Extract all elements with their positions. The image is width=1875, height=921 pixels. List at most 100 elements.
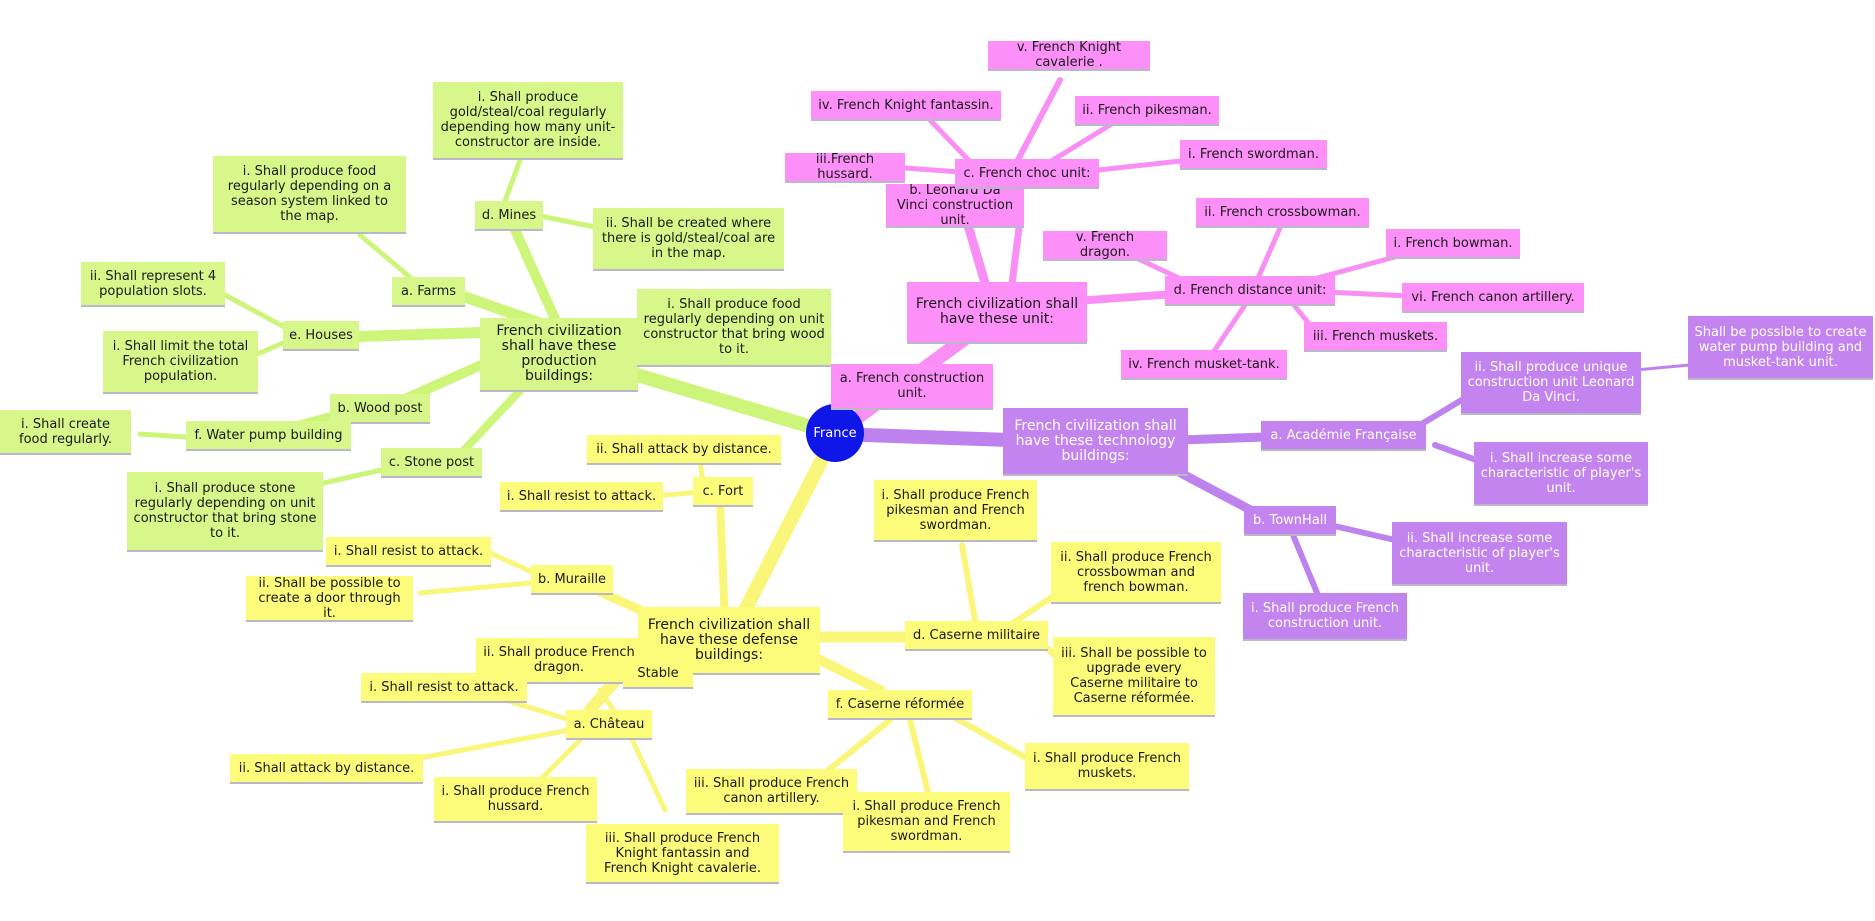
academie-leonard-note[interactable]: ii. Shall produce unique construction un… (1461, 352, 1641, 415)
distance-muskets-text: iii. French muskets. (1312, 328, 1439, 344)
caserne-node[interactable]: d. Caserne militaire (905, 621, 1048, 651)
choc-pikesman-node[interactable]: ii. French pikesman. (1075, 96, 1219, 126)
fort-resist-note[interactable]: i. Shall resist to attack. (500, 482, 663, 512)
wood-post-label: b. Wood post (337, 400, 423, 416)
farms-node[interactable]: a. Farms (392, 277, 465, 307)
townhall-node[interactable]: b. TownHall (1244, 506, 1336, 536)
houses-limit-note[interactable]: i. Shall limit the total French civiliza… (103, 331, 258, 394)
caserne-crossbow-text: ii. Shall produce French crossbowman and… (1060, 549, 1212, 595)
stable-node[interactable]: Stable (623, 659, 693, 689)
stone-post-stone-text: i. Shall produce stone regularly dependi… (133, 481, 317, 541)
choc-pikesman-text: ii. French pikesman. (1082, 102, 1212, 118)
distance-bowman-node[interactable]: i. French bowman. (1386, 229, 1520, 259)
reformee-node[interactable]: f. Caserne réformée (828, 690, 972, 720)
chateau-knight-text: iii. Shall produce French Knight fantass… (604, 830, 761, 876)
chateau-hussard-note[interactable]: i. Shall produce French hussard. (434, 777, 597, 823)
townhall-produce-text: i. Shall produce French construction uni… (1251, 601, 1399, 631)
fort-label: c. Fort (702, 483, 744, 499)
fort-resist-text: i. Shall resist to attack. (506, 488, 657, 504)
distance-musket-tank-text: iv. French musket-tank. (1128, 356, 1280, 372)
distance-crossbowman-node[interactable]: ii. French crossbowman. (1196, 198, 1369, 228)
units-node[interactable]: French civilization shall have these uni… (907, 282, 1087, 344)
reformee-muskets-note[interactable]: i. Shall produce French muskets. (1025, 743, 1189, 791)
choc-fantassin-node[interactable]: iv. French Knight fantassin. (811, 91, 1001, 121)
wood-post-node[interactable]: b. Wood post (330, 394, 430, 424)
distance-muskets-node[interactable]: iii. French muskets. (1304, 322, 1447, 352)
distance-unit-node[interactable]: d. French distance unit: (1165, 276, 1335, 306)
chateau-resist-text: i. Shall resist to attack. (369, 679, 519, 695)
academie-pump-text: Shall be possible to create water pump b… (1694, 324, 1867, 370)
houses-represent-note[interactable]: ii. Shall represent 4 population slots. (81, 262, 225, 307)
townhall-produce-note[interactable]: i. Shall produce French construction uni… (1243, 593, 1407, 641)
units-title: French civilization shall have these uni… (915, 296, 1079, 327)
distance-unit-label: d. French distance unit: (1173, 282, 1327, 298)
technology-node[interactable]: French civilization shall have these tec… (1003, 408, 1188, 476)
reformee-pikesman-note[interactable]: i. Shall produce French pikesman and Fre… (843, 792, 1010, 853)
chateau-attack-note[interactable]: ii. Shall attack by distance. (230, 754, 423, 784)
distance-musket-tank-node[interactable]: iv. French musket-tank. (1121, 350, 1287, 380)
mines-created-note[interactable]: ii. Shall be created where there is gold… (593, 208, 784, 271)
townhall-label: b. TownHall (1252, 512, 1328, 528)
chateau-node[interactable]: a. Château (566, 710, 652, 740)
leonard-unit-node[interactable]: b. Leonard Da Vinci construction unit. (886, 183, 1024, 228)
academie-pump-note[interactable]: Shall be possible to create water pump b… (1688, 316, 1873, 380)
stable-dragon-text: ii. Shall produce French dragon. (483, 645, 635, 675)
reformee-canon-note[interactable]: iii. Shall produce French canon artiller… (686, 769, 857, 815)
farms-label: a. Farms (400, 283, 457, 299)
chateau-label: a. Château (573, 716, 645, 732)
wood-post-food-text: i. Shall produce food regularly dependin… (643, 297, 825, 357)
distance-canon-text: vi. French canon artillery. (1411, 289, 1575, 305)
muraille-resist-text: i. Shall resist to attack. (333, 543, 484, 559)
mines-node[interactable]: d. Mines (475, 201, 543, 231)
academie-increase-note[interactable]: i. Shall increase some characteristic of… (1474, 442, 1648, 506)
muraille-door-text: ii. Shall be possible to create a door t… (258, 575, 401, 621)
choc-fantassin-text: iv. French Knight fantassin. (818, 97, 994, 113)
fort-node[interactable]: c. Fort (693, 477, 753, 507)
choc-unit-label: c. French choc unit: (963, 165, 1091, 181)
muraille-door-note[interactable]: ii. Shall be possible to create a door t… (246, 576, 413, 622)
houses-label: e. Houses (289, 327, 353, 343)
reformee-label: f. Caserne réformée (835, 696, 965, 712)
water-pump-food-note[interactable]: i. Shall create food regularly. (0, 410, 131, 455)
defense-buildings-node[interactable]: French civilization shall have these def… (638, 607, 820, 675)
houses-node[interactable]: e. Houses (283, 321, 359, 351)
distance-crossbowman-text: ii. French crossbowman. (1204, 204, 1361, 220)
fort-attack-note[interactable]: ii. Shall attack by distance. (587, 435, 781, 465)
caserne-pikesman-note[interactable]: i. Shall produce French pikesman and Fre… (874, 480, 1037, 542)
muraille-resist-note[interactable]: i. Shall resist to attack. (326, 537, 491, 567)
caserne-upgrade-text: iii. Shall be possible to upgrade every … (1061, 646, 1207, 706)
caserne-crossbow-note[interactable]: ii. Shall produce French crossbowman and… (1051, 542, 1221, 604)
technology-title: French civilization shall have these tec… (1014, 417, 1177, 464)
defense-title: French civilization shall have these def… (647, 616, 811, 663)
water-pump-node[interactable]: f. Water pump building (186, 421, 351, 451)
choc-hussard-text: iii.French hussard. (815, 152, 875, 182)
distance-canon-node[interactable]: vi. French canon artillery. (1402, 283, 1584, 313)
chateau-knight-note[interactable]: iii. Shall produce French Knight fantass… (586, 824, 779, 884)
reformee-muskets-text: i. Shall produce French muskets. (1033, 751, 1181, 781)
muraille-node[interactable]: b. Muraille (531, 565, 613, 595)
choc-hussard-node[interactable]: iii.French hussard. (785, 152, 905, 183)
mines-produce-text: i. Shall produce gold/steal/coal regular… (440, 90, 616, 150)
wood-post-food-note[interactable]: i. Shall produce food regularly dependin… (637, 289, 831, 367)
root-node[interactable]: France (806, 404, 864, 462)
reformee-canon-text: iii. Shall produce French canon artiller… (693, 776, 850, 806)
distance-dragon-node[interactable]: v. French dragon. (1043, 230, 1167, 261)
townhall-increase-note[interactable]: ii. Shall increase some characteristic o… (1392, 522, 1567, 586)
caserne-upgrade-note[interactable]: iii. Shall be possible to upgrade every … (1053, 637, 1215, 717)
choc-unit-node[interactable]: c. French choc unit: (955, 159, 1099, 189)
caserne-label: d. Caserne militaire (912, 627, 1041, 643)
academie-node[interactable]: a. Académie Française (1261, 421, 1426, 451)
distance-bowman-text: i. French bowman. (1393, 235, 1513, 251)
production-buildings-node[interactable]: French civilization shall have these pro… (480, 318, 638, 392)
chateau-resist-note[interactable]: i. Shall resist to attack. (361, 673, 527, 703)
mines-produce-note[interactable]: i. Shall produce gold/steal/coal regular… (433, 82, 623, 160)
farms-food-note[interactable]: i. Shall produce food regularly dependin… (213, 156, 406, 234)
mines-label: d. Mines (481, 207, 537, 223)
academie-increase-text: i. Shall increase some characteristic of… (1480, 450, 1642, 496)
construction-unit-node[interactable]: a. French construction unit. (831, 364, 993, 410)
stone-post-node[interactable]: c. Stone post (381, 448, 482, 478)
stone-post-stone-note[interactable]: i. Shall produce stone regularly dependi… (127, 472, 323, 552)
choc-cavalerie-node[interactable]: v. French Knight cavalerie . (988, 40, 1150, 71)
houses-limit-text: i. Shall limit the total French civiliza… (112, 339, 249, 384)
choc-swordman-node[interactable]: i. French swordman. (1180, 140, 1327, 170)
